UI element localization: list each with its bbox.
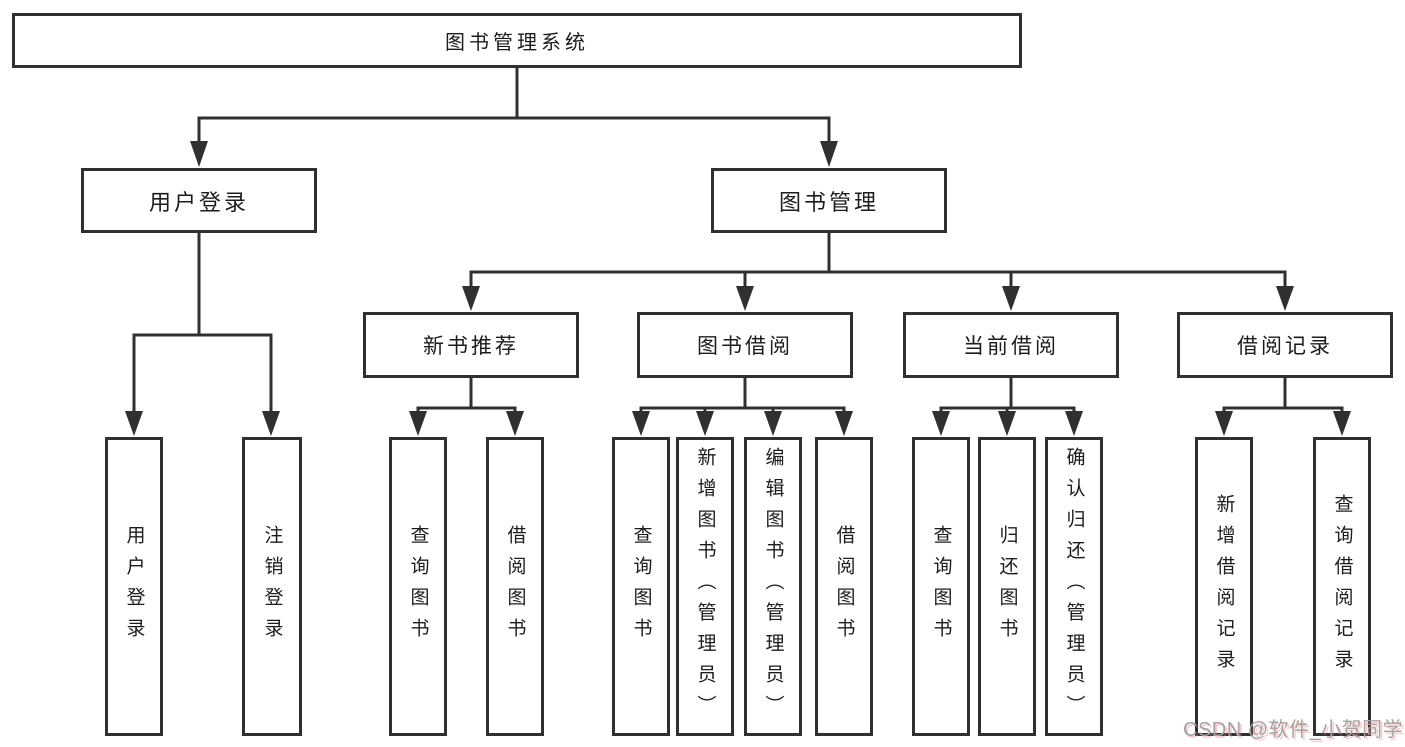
leaf-confirm-return-admin: 确认归还（管理员） xyxy=(1045,437,1103,736)
node-label: 借阅记录 xyxy=(1237,335,1333,358)
leaf-add-books-admin: 新增图书（管理员） xyxy=(676,437,734,736)
leaf-user-login: 用户登录 xyxy=(105,437,163,736)
connector-current-borrowing-children xyxy=(932,378,1083,436)
leaf-label: 查询借阅记录 xyxy=(1331,493,1353,680)
node-label: 用户登录 xyxy=(148,189,249,215)
node-label: 当前借阅 xyxy=(963,335,1059,358)
leaf-edit-books-admin: 编辑图书（管理员） xyxy=(744,437,802,736)
leaf-borrow-books-borrowing: 借阅图书 xyxy=(815,437,873,736)
node-label: 新书推荐 xyxy=(423,335,519,358)
leaf-add-borrow-record: 新增借阅记录 xyxy=(1195,437,1253,736)
leaf-label: 编辑图书（管理员） xyxy=(762,447,784,726)
connector-book-management-children xyxy=(462,233,1294,311)
leaf-label: 确认归还（管理员） xyxy=(1063,447,1085,726)
connector-book-borrowing-children xyxy=(632,378,853,436)
leaf-query-books-current: 查询图书 xyxy=(912,437,970,736)
leaf-label: 借阅图书 xyxy=(504,524,526,649)
connector-root-to-level2 xyxy=(190,68,838,167)
leaf-label: 注销登录 xyxy=(261,524,283,649)
node-library-management-system: 图书管理系统 xyxy=(12,13,1022,68)
leaf-label: 查询图书 xyxy=(630,524,652,649)
leaf-query-borrow-record: 查询借阅记录 xyxy=(1313,437,1371,736)
connector-borrowing-records-children xyxy=(1215,378,1351,436)
node-book-management: 图书管理 xyxy=(711,168,947,233)
leaf-query-books-recommend: 查询图书 xyxy=(389,437,447,736)
node-user-login: 用户登录 xyxy=(81,168,317,233)
leaf-label: 用户登录 xyxy=(123,524,145,649)
leaf-logout: 注销登录 xyxy=(242,437,302,736)
csdn-watermark: CSDN @软件_小贺同学 xyxy=(1183,719,1404,741)
leaf-query-books-borrowing: 查询图书 xyxy=(612,437,670,736)
leaf-return-books: 归还图书 xyxy=(978,437,1036,736)
node-label: 图书借阅 xyxy=(697,335,793,358)
node-new-book-recommendation: 新书推荐 xyxy=(363,312,579,378)
leaf-label: 归还图书 xyxy=(996,524,1018,649)
node-label: 图书管理系统 xyxy=(445,32,589,54)
node-label: 图书管理 xyxy=(778,189,879,215)
node-borrowing-records: 借阅记录 xyxy=(1177,312,1393,378)
leaf-label: 新增借阅记录 xyxy=(1213,493,1235,680)
leaf-label: 借阅图书 xyxy=(833,524,855,649)
node-current-borrowing: 当前借阅 xyxy=(903,312,1119,378)
connector-new-book-recommendation-children xyxy=(409,378,524,436)
node-book-borrowing: 图书借阅 xyxy=(637,312,853,378)
connector-user-login-children xyxy=(125,233,280,436)
leaf-label: 查询图书 xyxy=(407,524,429,649)
leaf-label: 新增图书（管理员） xyxy=(694,447,716,726)
leaf-label: 查询图书 xyxy=(930,524,952,649)
leaf-borrow-books-recommend: 借阅图书 xyxy=(486,437,544,736)
